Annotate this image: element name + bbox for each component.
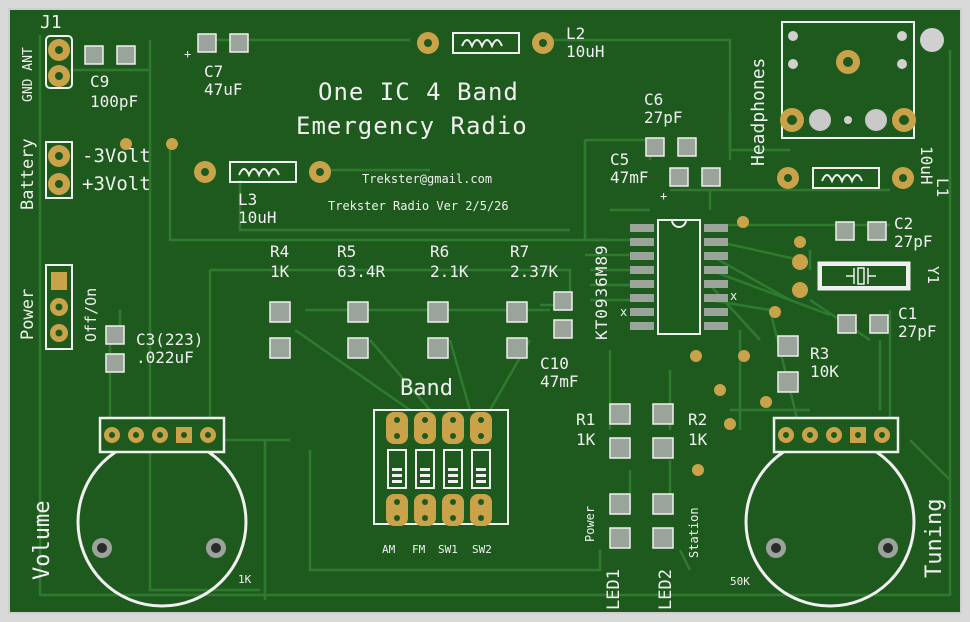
- r3-value: 10K: [810, 362, 839, 381]
- c6-ref: C6: [644, 90, 664, 109]
- plus3v-label: +3Volt: [82, 173, 151, 195]
- volume-label: Volume: [30, 500, 55, 580]
- c1-value: 27pF: [898, 322, 937, 341]
- c6-value: 27pF: [644, 108, 683, 127]
- c3-value: .022uF: [136, 348, 194, 367]
- c3-ref: C3(223): [136, 330, 204, 349]
- c7-value: 47uF: [204, 80, 243, 99]
- crystal-y1: [792, 254, 911, 298]
- title-line1: One IC 4 Band: [318, 78, 519, 106]
- c9-ref: C9: [90, 72, 110, 91]
- band-fm: FM: [412, 543, 426, 556]
- led1-label: LED1: [604, 569, 624, 610]
- tuning-pot-value: 50K: [730, 575, 750, 588]
- headphone-jack: [780, 21, 944, 139]
- pcb-board: J1 GND ANT Battery -3Volt +3Volt Power O…: [8, 8, 962, 614]
- gnd-ant-label: GND ANT: [21, 47, 36, 102]
- power-label: Power: [18, 288, 38, 340]
- r4-ref: R4: [270, 242, 290, 261]
- c9-value: 100pF: [90, 92, 139, 111]
- tuning-pot: [744, 416, 916, 608]
- l3-value: 10uH: [238, 208, 277, 227]
- band-sw2: SW2: [472, 543, 492, 556]
- version-label: Trekster Radio Ver 2/5/26: [328, 199, 509, 213]
- c10-ref: C10: [540, 354, 569, 373]
- inductor-l3: [194, 161, 331, 183]
- j1-connector: [45, 35, 73, 89]
- y1-ref: Y1: [924, 266, 942, 285]
- station-led-label: Station: [687, 507, 701, 558]
- ic-chip: [630, 219, 728, 335]
- c2-ref: C2: [894, 214, 914, 233]
- l2-value: 10uH: [566, 42, 605, 61]
- r5-ref: R5: [337, 242, 357, 261]
- tuning-label: Tuning: [922, 498, 947, 578]
- headphones-label: Headphones: [748, 57, 769, 166]
- r2-value: 1K: [688, 430, 708, 449]
- l1-ref: L1: [933, 178, 952, 198]
- r1-ref: R1: [576, 410, 596, 429]
- c2-value: 27pF: [894, 232, 933, 251]
- l1-value: 10uH: [917, 146, 936, 185]
- r5-value: 63.4R: [337, 262, 386, 281]
- c10-value: 47mF: [540, 372, 579, 391]
- ic-x2: x: [730, 289, 738, 303]
- minus3v-label: -3Volt: [82, 145, 151, 167]
- vias: [120, 138, 816, 476]
- c5-value: 47mF: [610, 168, 649, 187]
- inductor-l1: [777, 167, 914, 189]
- battery-label: Battery: [18, 138, 38, 210]
- volume-pot-value: 1K: [238, 573, 252, 586]
- band-label: Band: [400, 376, 453, 401]
- r6-ref: R6: [430, 242, 450, 261]
- r3-ref: R3: [810, 344, 830, 363]
- copper-traces: [38, 35, 952, 600]
- smd-horizontal: [84, 33, 889, 334]
- inductor-l2: [417, 32, 554, 54]
- off-on-label: Off/On: [82, 287, 100, 342]
- c1-ref: C1: [898, 304, 918, 323]
- c5-ref: C5: [610, 150, 630, 169]
- c7-plus: +: [184, 47, 192, 61]
- r1-value: 1K: [576, 430, 596, 449]
- battery-pads: [45, 141, 73, 199]
- r7-value: 2.37K: [510, 262, 559, 281]
- c7-ref: C7: [204, 62, 224, 81]
- pcb-artwork: [38, 21, 952, 608]
- band-sw1: SW1: [438, 543, 458, 556]
- power-switch-pads: [45, 264, 73, 350]
- band-switch: [373, 409, 509, 526]
- r2-ref: R2: [688, 410, 708, 429]
- ic-x1: x: [620, 305, 628, 319]
- volume-pot: [76, 416, 248, 608]
- j1-label: J1: [40, 12, 62, 33]
- power-led-label: Power: [583, 505, 597, 542]
- title-line2: Emergency Radio: [296, 112, 528, 140]
- l2-ref: L2: [566, 24, 586, 43]
- ic-label: KT0936M89: [592, 244, 611, 340]
- led2-label: LED2: [656, 569, 676, 610]
- email-label: Trekster@gmail.com: [362, 172, 493, 186]
- r4-value: 1K: [270, 262, 290, 281]
- r7-ref: R7: [510, 242, 530, 261]
- r6-value: 2.1K: [430, 262, 469, 281]
- l3-ref: L3: [238, 190, 258, 209]
- c5-plus: +: [660, 189, 668, 203]
- smd-vertical: [105, 291, 799, 549]
- band-am: AM: [382, 543, 396, 556]
